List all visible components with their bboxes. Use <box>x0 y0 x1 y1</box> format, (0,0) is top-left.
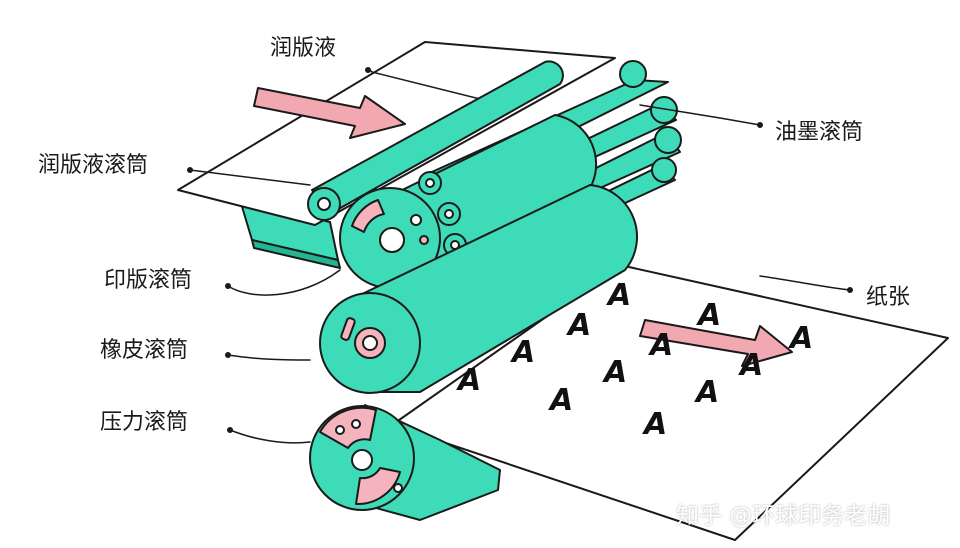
label-plate-cylinder: 印版滚筒 <box>104 268 193 293</box>
label-blanket-cylinder: 橡皮滚筒 <box>100 338 189 363</box>
blanket-cylinder-body <box>359 184 639 393</box>
glyph-a: A <box>694 375 719 410</box>
blanket-cylinder-hub <box>362 335 378 351</box>
dampening-tray-side <box>251 239 341 269</box>
impression-cylinder-hub <box>351 449 373 471</box>
glyph-a: A <box>548 383 573 418</box>
leader-lines <box>189 69 851 444</box>
ink-roller-end-3 <box>654 126 682 154</box>
feed-arrow-icon <box>253 87 406 139</box>
glyph-a: A <box>566 308 591 343</box>
glyph-a: A <box>648 328 673 363</box>
ink-roller-end-2 <box>650 96 678 124</box>
plate-cylinder-hub <box>379 227 405 253</box>
blanket-cylinder-key <box>340 317 356 341</box>
glyph-a: A <box>788 321 813 356</box>
glyph-a: A <box>456 363 481 398</box>
plate-cylinder-clamp <box>351 199 385 233</box>
label-ink-roller: 油墨滚筒 <box>775 120 864 145</box>
paper-arrow-icon <box>639 319 793 367</box>
ink-roller-end-1 <box>619 60 647 88</box>
plate-cylinder-pin <box>410 214 422 226</box>
glyph-a: A <box>602 355 627 390</box>
glyph-a: A <box>642 407 667 442</box>
watermark: 知乎 @环球印务老胡 <box>676 503 891 529</box>
plate-cylinder-pin-2 <box>419 235 429 245</box>
leader-dots <box>187 67 853 433</box>
glyph-a: A <box>606 278 631 313</box>
glyph-a: A <box>510 335 535 370</box>
paper-sheet <box>391 264 949 541</box>
impression-cylinder-clamp-bottom <box>355 467 401 506</box>
impression-cylinder-clamp-top <box>319 406 377 449</box>
label-dampening-solution: 润版液 <box>270 36 337 61</box>
dampening-roller-hub <box>317 197 331 211</box>
glyph-a: A <box>696 298 721 333</box>
label-dampening-roller: 润版液滚筒 <box>38 153 149 178</box>
ink-roller-end-4 <box>651 157 677 183</box>
label-impression-cylinder: 压力滚筒 <box>100 410 189 435</box>
printed-glyphs: A A A A A A A A A A A A <box>456 278 813 442</box>
label-paper: 纸张 <box>866 285 911 310</box>
dampening-roller-body <box>311 60 564 216</box>
glyph-a: A <box>738 348 763 383</box>
